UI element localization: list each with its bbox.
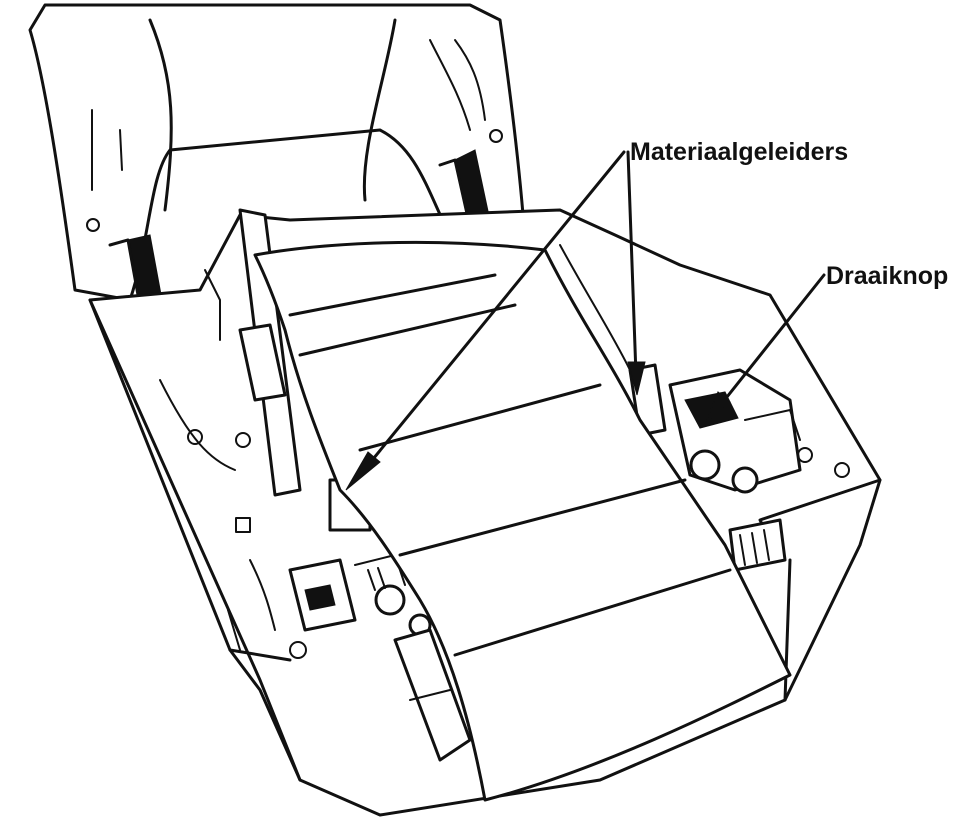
arrow-left-guide <box>358 150 626 477</box>
printer-lid <box>28 3 527 302</box>
arrow-right-guide <box>626 150 638 377</box>
arrow-head-knob <box>704 391 731 425</box>
front-guide-tab <box>393 628 472 762</box>
label-media-guides: Materiaalgeleiders <box>630 138 848 166</box>
label-knob: Draaiknop <box>826 262 948 290</box>
arrow-head-right-guide <box>627 361 646 396</box>
arrow-head-left-guide <box>345 451 381 491</box>
arrow-knob <box>713 273 826 414</box>
callout-arrows <box>345 150 826 491</box>
